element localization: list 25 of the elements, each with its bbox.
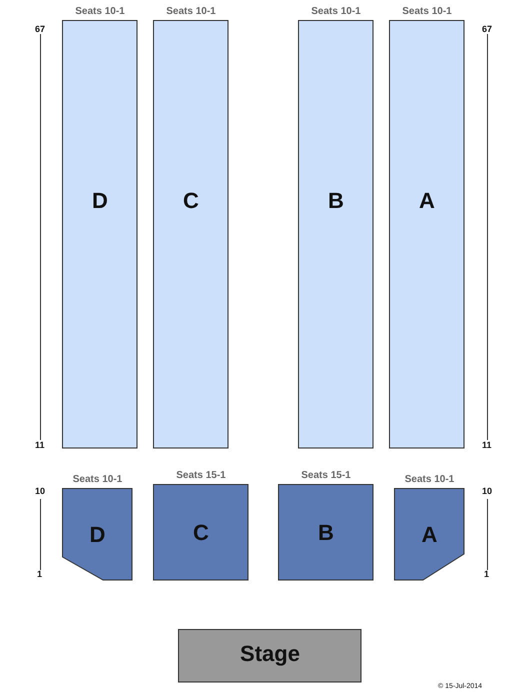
section-label: D: [90, 522, 106, 548]
seat-range-heading: Seats 10-1: [75, 6, 125, 17]
section-label: A: [419, 188, 435, 214]
section-label: B: [328, 188, 344, 214]
row-number: 67: [482, 24, 492, 34]
section-label: D: [92, 188, 108, 214]
row-number: 1: [37, 569, 42, 579]
section-label: A: [422, 522, 438, 548]
seat-range-heading: Seats 10-1: [166, 6, 216, 17]
seat-range-heading: Seats 10-1: [311, 6, 361, 17]
row-number: 1: [484, 569, 490, 579]
stage-label: Stage: [240, 641, 300, 667]
section-label: C: [193, 520, 209, 546]
row-number: 10: [482, 486, 492, 496]
section-label: C: [183, 188, 199, 214]
seat-range-heading: Seats 10-1: [404, 474, 454, 485]
row-number: 11: [482, 440, 492, 450]
row-number: 10: [35, 486, 46, 496]
seat-range-heading: Seats 15-1: [301, 470, 351, 481]
section-label: B: [318, 520, 334, 546]
seat-range-heading: Seats 10-1: [72, 474, 122, 485]
seat-range-heading: Seats 10-1: [402, 6, 452, 17]
row-number: 11: [35, 440, 45, 450]
row-number: 67: [35, 24, 46, 34]
seat-range-heading: Seats 15-1: [176, 470, 226, 481]
